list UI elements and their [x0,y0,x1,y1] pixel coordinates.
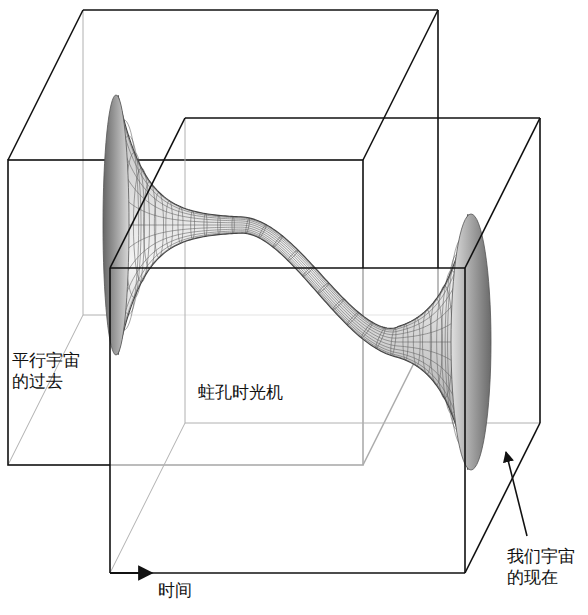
grid-line [118,99,468,328]
grid-line [118,229,468,406]
grid-line [118,112,468,330]
wormhole-mouth [103,95,129,355]
grid-line [118,231,468,433]
time-arrow [110,572,152,574]
callout-label: 我们宇宙 的现在 [507,546,579,589]
grid-line [118,160,468,335]
wormhole-tube [103,95,491,470]
wormhole-mouth [451,214,491,470]
wormhole-surface [118,95,468,470]
axis-label: 时间 [158,580,208,601]
region-label: 平行宇宙 的过去 [12,350,84,393]
leader-arrow [506,452,527,536]
front-face-veil [110,268,465,573]
present-universe-cube [110,118,540,573]
present-universe-cube-hidden [110,118,540,573]
grid-line [118,227,468,375]
grid-line [118,133,468,332]
grid-line [118,225,468,342]
wormhole-outline [118,95,468,328]
region-label: 蛀孔时光机 [198,382,318,403]
